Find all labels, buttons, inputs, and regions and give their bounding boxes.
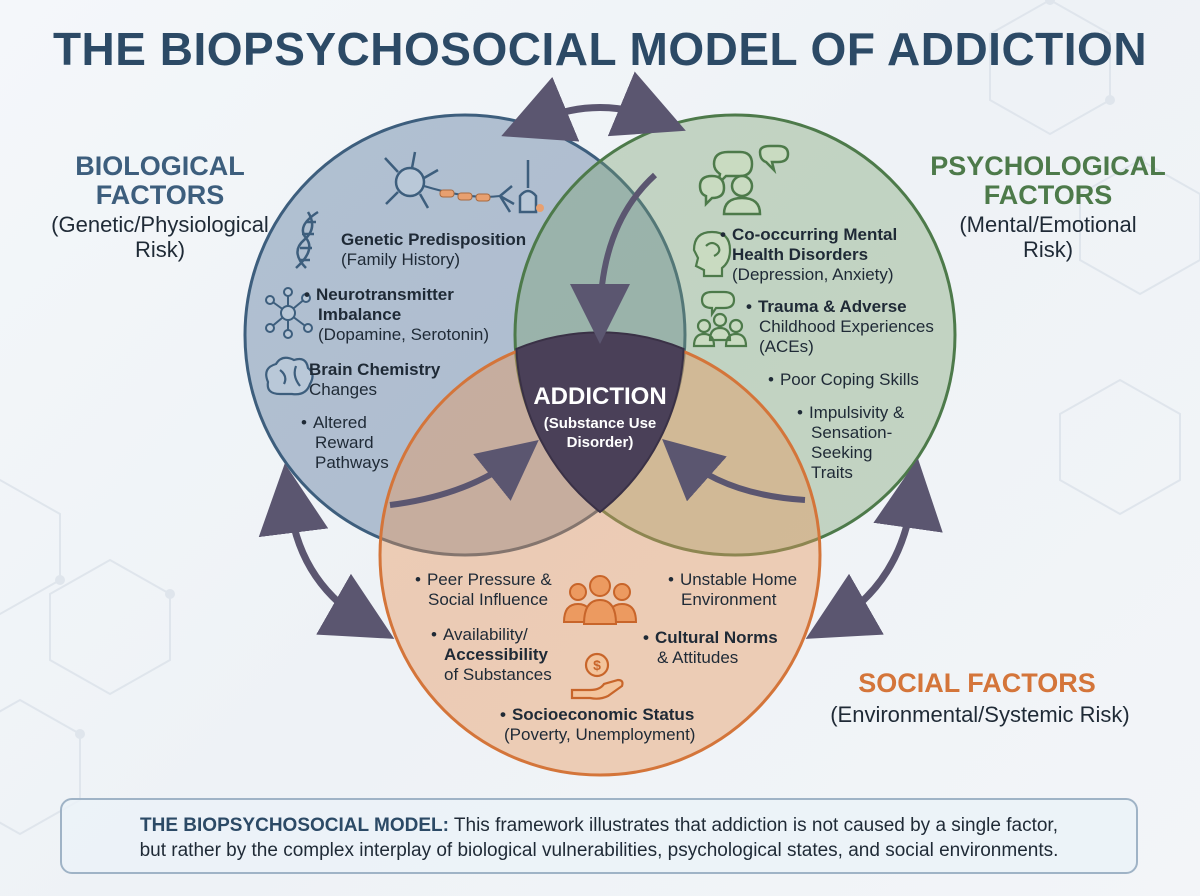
money-hand-icon: $: [570, 652, 624, 700]
reward-pathways-item: Altered Reward Pathways: [301, 413, 389, 473]
trauma-item: Trauma & Adverse Childhood Experiences (…: [746, 297, 934, 357]
addiction-label: ADDICTION: [533, 383, 667, 410]
cooccurring-disorders-item: Co-occurring Mental Health Disorders (De…: [720, 225, 897, 285]
cultural-norms-item: Cultural Norms & Attitudes: [643, 628, 778, 668]
speech-bubbles-icon: [698, 144, 790, 216]
head-icon: [692, 230, 732, 278]
availability-item: Availability/ Accessibility of Substance…: [431, 625, 552, 685]
bio-to-center-arrow: [389, 440, 539, 508]
social-heading: SOCIAL FACTORS: [858, 668, 1096, 698]
page-title: THE BIOPSYCHOSOCIAL MODEL OF ADDICTION: [52, 23, 1148, 75]
neurotransmitter-item: Neurotransmitter Imbalance (Dopamine, Se…: [304, 285, 489, 345]
network-icon: [265, 287, 313, 339]
unstable-home-item: Unstable Home Environment: [668, 570, 797, 610]
bio-social-double-arrow: [258, 463, 395, 639]
summary-text: THE BIOPSYCHOSOCIAL MODEL: This framewor…: [62, 813, 1136, 863]
socioeconomic-item: Socioeconomic Status (Poverty, Unemploym…: [500, 705, 695, 745]
summary-line1: This framework illustrates that addictio…: [453, 815, 1058, 836]
summary-line2: but rather by the complex interplay of b…: [139, 840, 1059, 861]
psych-social-double-arrow: [805, 458, 943, 639]
summary-box: THE BIOPSYCHOSOCIAL MODEL: This framewor…: [60, 798, 1138, 874]
genetic-predisposition-item: Genetic Predisposition(Family History): [341, 230, 527, 269]
coping-skills-item: Poor Coping Skills: [768, 370, 919, 390]
people-group-icon: [562, 575, 638, 625]
bio-psych-double-arrow: [501, 71, 686, 142]
social-subheading: (Environmental/Systemic Risk): [830, 702, 1130, 727]
peer-pressure-item: Peer Pressure & Social Influence: [415, 570, 552, 610]
svg-text:$: $: [593, 657, 601, 673]
psych-to-center-arrow: [570, 172, 658, 344]
psych2-to-center-arrow: [662, 439, 806, 503]
summary-label: THE BIOPSYCHOSOCIAL MODEL:: [140, 815, 449, 836]
dna-icon: [295, 210, 319, 269]
impulsivity-item: Impulsivity & Sensation- Seeking Traits: [797, 403, 904, 483]
group-bubble-icon: [692, 290, 748, 348]
brain-icon: [265, 356, 314, 396]
neuron-icon: [384, 151, 544, 214]
